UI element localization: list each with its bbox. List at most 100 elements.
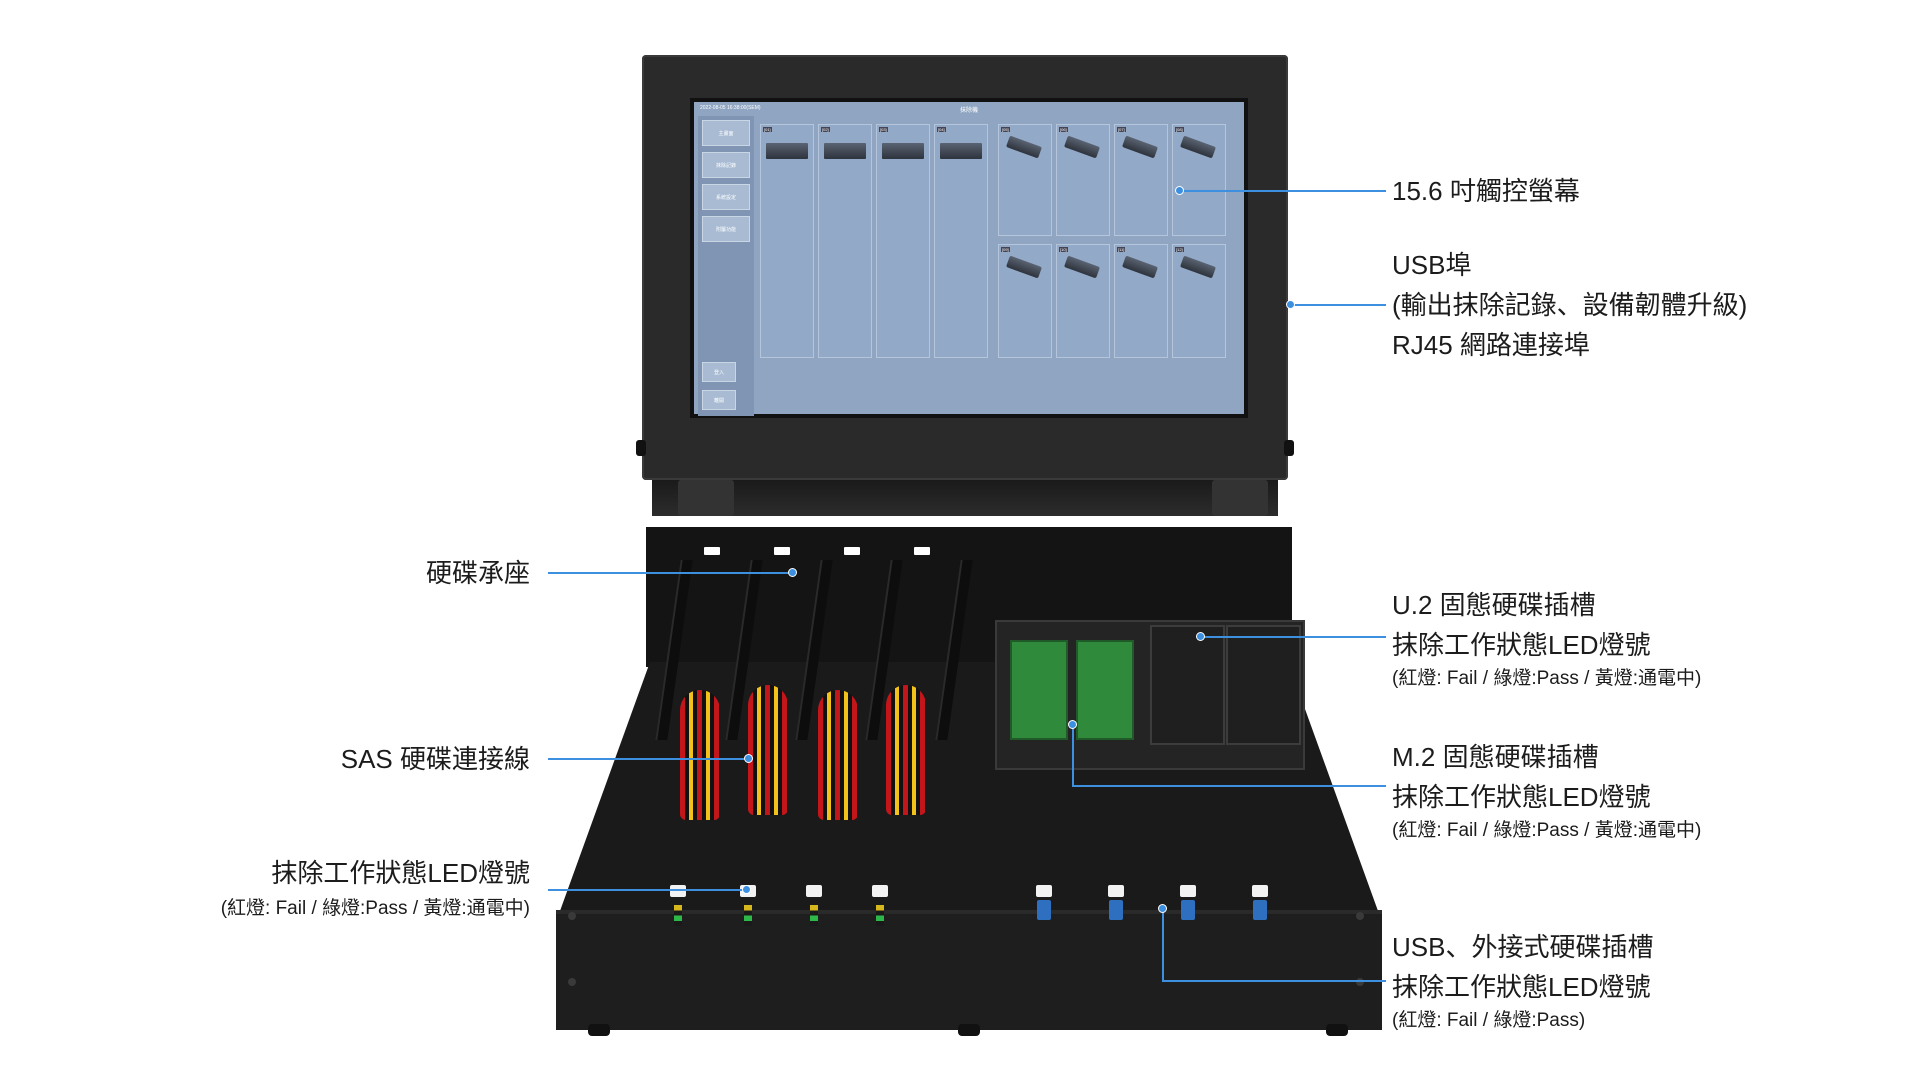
bay-label: [03]: [879, 127, 888, 132]
screen-bay[interactable]: [02]: [818, 124, 872, 358]
led-tab: [806, 885, 822, 897]
u2-slot[interactable]: [1226, 625, 1301, 745]
led-tab: [1180, 885, 1196, 897]
sas-cable: [886, 685, 926, 815]
led-tab: [1108, 885, 1124, 897]
sas-cable: [680, 690, 720, 820]
screen-bay[interactable]: [04]: [934, 124, 988, 358]
usb-drive-icon: [1179, 135, 1217, 159]
usb-drive-icon: [1063, 135, 1101, 159]
screen-bay[interactable]: [06]: [1056, 124, 1110, 236]
leader-line-u2: [1200, 636, 1386, 638]
screen-login-button[interactable]: 登入: [702, 362, 736, 382]
leader-dot-usb-port: [1286, 300, 1295, 309]
status-led: [674, 900, 682, 926]
hdd-icon: [766, 143, 808, 159]
screen-bay[interactable]: [09]: [998, 244, 1052, 358]
tray-tab: [914, 547, 930, 555]
leader-dot-m2: [1068, 720, 1077, 729]
usb-drive-icon: [1179, 255, 1217, 279]
foot: [588, 1024, 610, 1036]
tray-tab: [774, 547, 790, 555]
usb-port[interactable]: [1253, 900, 1267, 920]
screen-nav-home[interactable]: 主畫面: [702, 120, 750, 146]
leader-line-usb-slot: [1162, 980, 1386, 982]
callout-usb-slot-title: USB、外接式硬碟插槽: [1392, 932, 1654, 962]
usb-port[interactable]: [1181, 900, 1195, 920]
bay-label: [06]: [1059, 127, 1068, 132]
bay-label: [08]: [1175, 127, 1184, 132]
screen-exit-button[interactable]: 離開: [702, 390, 736, 410]
usb-drive-icon: [1005, 255, 1043, 279]
leader-dot-screen: [1175, 186, 1184, 195]
hinge-block-right: [1212, 480, 1268, 516]
usb-drive-icon: [1121, 255, 1159, 279]
bay-label: [04]: [937, 127, 946, 132]
leader-dot-u2: [1196, 632, 1205, 641]
screen-title: 抹除機: [959, 108, 978, 114]
sas-cable: [818, 690, 858, 820]
callout-m2-title: M.2 固態硬碟插槽: [1392, 742, 1599, 772]
led-tab: [1252, 885, 1268, 897]
foot: [1326, 1024, 1348, 1036]
leader-line-usb-port: [1290, 304, 1386, 306]
sas-cable: [748, 685, 788, 815]
leader-line-sas: [548, 758, 748, 760]
led-tab: [1036, 885, 1052, 897]
screw: [568, 978, 576, 986]
touch-screen[interactable]: 2022-08-05 16:38:00(SEM) 抹除機 主畫面 抹除記錄 系統…: [690, 98, 1248, 418]
screen-bay[interactable]: [11]: [1114, 244, 1168, 358]
screen-bay[interactable]: [12]: [1172, 244, 1226, 358]
callout-usb-port-detail: (輸出抹除記錄、設備韌體升級): [1392, 290, 1748, 320]
screw: [568, 912, 576, 920]
screen-bay[interactable]: [07]: [1114, 124, 1168, 236]
callout-sas-cable: SAS 硬碟連接線: [340, 744, 530, 774]
callout-u2-title: U.2 固態硬碟插槽: [1392, 590, 1596, 620]
hinge-block-left: [678, 480, 734, 516]
screw: [1356, 912, 1364, 920]
screen-bay[interactable]: [01]: [760, 124, 814, 358]
u2-slot[interactable]: [1150, 625, 1225, 745]
callout-usb-slot-led: 抹除工作狀態LED燈號: [1392, 972, 1651, 1002]
callout-screen: 15.6 吋觸控螢幕: [1392, 176, 1580, 206]
status-led: [876, 900, 884, 926]
m2-slot[interactable]: [1010, 640, 1068, 740]
screen-bay[interactable]: [03]: [876, 124, 930, 358]
leader-dot-sas: [744, 754, 753, 763]
callout-usb-slot-detail: (紅燈: Fail / 綠燈:Pass): [1392, 1010, 1586, 1031]
callout-rj45: RJ45 網路連接埠: [1392, 330, 1590, 360]
screen-sidebar: 主畫面 抹除記錄 系統設定 附屬功能 登入 離開: [698, 116, 754, 416]
bay-label: [11]: [1117, 247, 1126, 252]
usb-drive-icon: [1063, 255, 1101, 279]
usb-port[interactable]: [1037, 900, 1051, 920]
leader-dot-led: [742, 885, 751, 894]
leader-line-usb-slot-vertical: [1162, 908, 1164, 980]
screen-bay[interactable]: [05]: [998, 124, 1052, 236]
led-tab: [670, 885, 686, 897]
leader-line-tray: [548, 572, 792, 574]
bay-label: [10]: [1059, 247, 1068, 252]
bay-label: [07]: [1117, 127, 1126, 132]
m2-slot[interactable]: [1076, 640, 1134, 740]
leader-dot-usb-slot: [1158, 904, 1167, 913]
callout-led-detail: (紅燈: Fail / 綠燈:Pass / 黃燈:通電中): [220, 898, 530, 919]
screen-nav-settings[interactable]: 系統設定: [702, 184, 750, 210]
hdd-icon: [940, 143, 982, 159]
leader-line-led: [548, 889, 746, 891]
usb-drive-icon: [1005, 135, 1043, 159]
callout-led: 抹除工作狀態LED燈號: [271, 858, 530, 888]
callout-tray: 硬碟承座: [425, 558, 530, 588]
usb-port[interactable]: [1109, 900, 1123, 920]
callout-usb-port: USB埠: [1392, 250, 1472, 280]
screen-bay[interactable]: [10]: [1056, 244, 1110, 358]
screen-status-text: 2022-08-05 16:38:00(SEM): [700, 105, 761, 111]
screen-nav-records[interactable]: 抹除記錄: [702, 152, 750, 178]
screen-bay[interactable]: [08]: [1172, 124, 1226, 236]
screen-nav-extras[interactable]: 附屬功能: [702, 216, 750, 242]
callout-u2-led: 抹除工作狀態LED燈號: [1392, 630, 1651, 660]
foot: [958, 1024, 980, 1036]
leader-line-m2-vertical: [1072, 724, 1074, 786]
status-led: [744, 900, 752, 926]
bay-label: [12]: [1175, 247, 1184, 252]
leader-line-m2: [1072, 785, 1386, 787]
